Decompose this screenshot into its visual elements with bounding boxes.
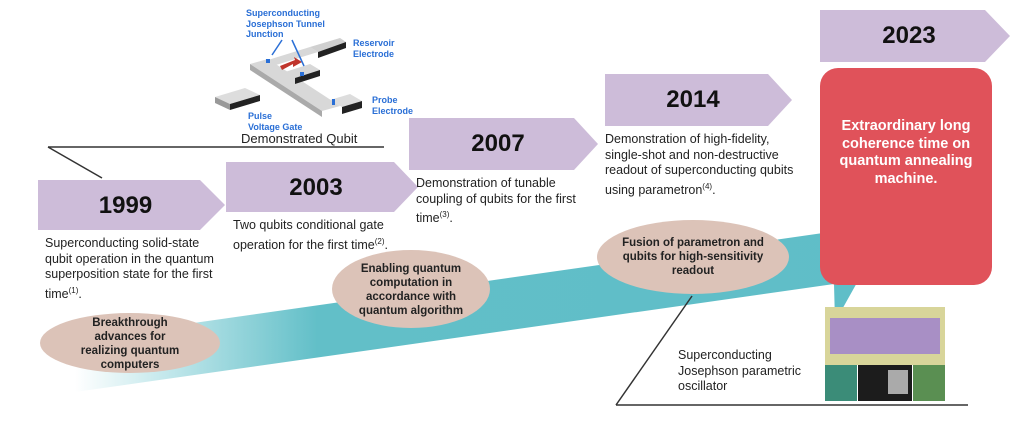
probe-label-line: Electrode xyxy=(372,105,414,116)
milestone-2007-description: Demonstration of tunable coupling of qub… xyxy=(416,176,576,226)
year-2003: 2003 xyxy=(289,174,343,201)
milestone-1999-description: Superconducting solid-state qubit operat… xyxy=(45,236,214,301)
theme-1-text: Breakthrough advances for realizing quan… xyxy=(80,317,180,371)
year-1999: 1999 xyxy=(98,192,153,219)
year-2014: 2014 xyxy=(666,86,720,113)
chevron-2007 xyxy=(409,118,598,170)
chevron-1999 xyxy=(38,180,225,230)
reference-marker: (3) xyxy=(439,210,450,219)
milestone-2023-description: Extraordinary long coherence time on qua… xyxy=(839,118,973,187)
reservoir-electrode-label: Reservoir Electrode xyxy=(353,38,395,59)
probe-label-line: Probe xyxy=(372,95,398,105)
reference-marker: (4) xyxy=(702,181,713,191)
reference-marker: (1) xyxy=(68,285,79,295)
pulse-label-line: Voltage Gate xyxy=(248,121,303,132)
theme-oval-3 xyxy=(597,220,789,294)
milestone-2003-description: Two qubits conditional gate operation fo… xyxy=(233,218,388,252)
junction-label-line: Junction xyxy=(246,29,284,39)
theme-oval-2 xyxy=(332,250,490,328)
chevron-2014 xyxy=(605,74,792,126)
theme-3-text: Fusion of parametron and qubits for high… xyxy=(622,237,764,277)
year-2023: 2023 xyxy=(882,22,936,49)
chevron-2003 xyxy=(226,162,418,212)
pulse-voltage-gate-label: Pulse Voltage Gate xyxy=(248,111,302,132)
oscillator-callout-leader xyxy=(615,295,693,406)
junction-label-line: Superconducting xyxy=(246,8,320,18)
description-text: Demonstration of tunable coupling of qub… xyxy=(416,176,576,226)
qubit-figure-caption: Demonstrated Qubit xyxy=(241,131,358,146)
theme-2-text: Enabling quantum computation in accordan… xyxy=(358,263,464,317)
reservoir-label-line: Electrode xyxy=(353,48,395,59)
year-2007: 2007 xyxy=(471,130,525,157)
theme-oval-1 xyxy=(40,313,220,373)
oscillator-caption: Superconducting Josephson parametric osc… xyxy=(678,348,801,393)
milestone-2014-description: Demonstration of high-fidelity, single-s… xyxy=(605,132,794,197)
oscillator-chip-image xyxy=(825,307,945,401)
description-text: Two qubits conditional gate operation fo… xyxy=(233,218,384,252)
pulse-label-line: Pulse xyxy=(248,111,273,121)
probe-electrode-label: Probe Electrode xyxy=(372,95,413,116)
reservoir-label-line: Reservoir xyxy=(353,38,395,48)
junction-label-line: Josephson Tunnel xyxy=(246,18,325,29)
reference-marker: (2) xyxy=(374,236,385,246)
description-text: Demonstration of high-fidelity, single-s… xyxy=(605,132,794,197)
chevron-2023 xyxy=(820,10,1010,62)
junction-label: Superconducting Josephson Tunnel Junctio… xyxy=(246,8,325,40)
qubit-device-illustration xyxy=(215,38,362,117)
highlight-box-2023 xyxy=(820,68,992,285)
description-text: Superconducting solid-state qubit operat… xyxy=(45,236,214,301)
qubit-callout-leader xyxy=(47,146,103,179)
